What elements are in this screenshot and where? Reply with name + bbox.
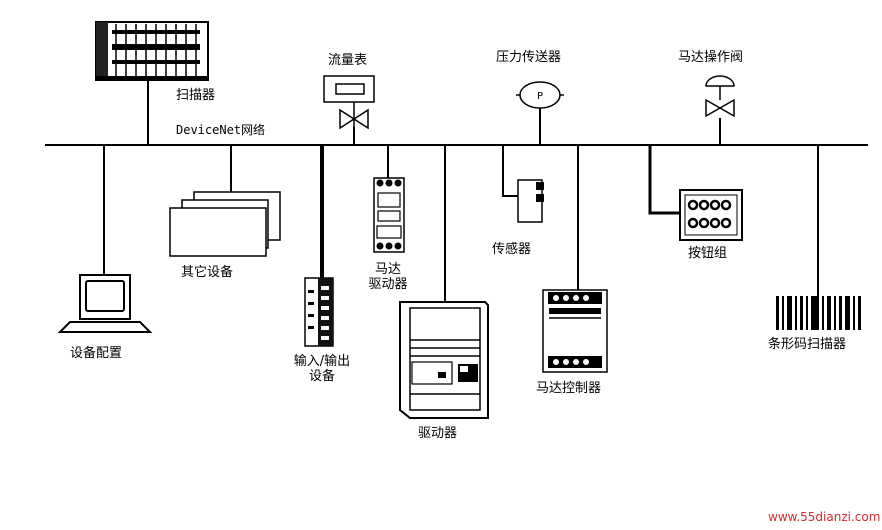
io-device-label-line1: 输入/输出 — [293, 354, 351, 369]
other-devices-icon — [169, 191, 281, 257]
other-devices-label: 其它设备 — [181, 265, 234, 280]
drop-lines — [103, 80, 819, 302]
button-panel-icon — [679, 189, 743, 241]
button-group-label: 按钮组 — [688, 246, 728, 261]
io-device-label-line2: 设备 — [308, 369, 335, 384]
watermark: www.55dianzi.com — [768, 510, 881, 524]
motor-valve-label: 马达操作阀 — [678, 50, 744, 65]
motor-controller-label: 马达控制器 — [536, 381, 602, 396]
motor-drive-label-line2: 驱动器 — [368, 277, 408, 292]
motor-controller-icon — [542, 289, 608, 373]
drive-label: 驱动器 — [418, 426, 458, 441]
barcode-icon — [776, 296, 861, 330]
sensor-icon — [517, 179, 544, 223]
scanner-label: 扫描器 — [176, 88, 216, 103]
scanner-icon — [95, 21, 209, 81]
drive-icon — [399, 301, 489, 419]
pressure-transmitter-label: 压力传送器 — [496, 50, 562, 65]
pressure-gauge-icon: P — [516, 81, 564, 109]
flowmeter-icon — [323, 75, 375, 130]
motor-drive-label: 马达 驱动器 — [358, 262, 418, 292]
barcode-scanner-label: 条形码扫描器 — [768, 337, 847, 352]
sensor-label: 传感器 — [492, 242, 532, 257]
network-label: DeviceNet网络 — [176, 123, 266, 137]
motor-valve-icon — [705, 75, 735, 118]
io-device-label: 输入/输出 设备 — [280, 354, 364, 384]
flowmeter-label: 流量表 — [328, 53, 368, 68]
computer-icon — [57, 274, 153, 333]
io-device-icon — [304, 277, 334, 347]
config-device-label: 设备配置 — [70, 346, 123, 361]
gauge-symbol: P — [537, 91, 543, 102]
motor-starter-icon — [373, 177, 405, 253]
motor-drive-label-line1: 马达 — [374, 262, 401, 277]
